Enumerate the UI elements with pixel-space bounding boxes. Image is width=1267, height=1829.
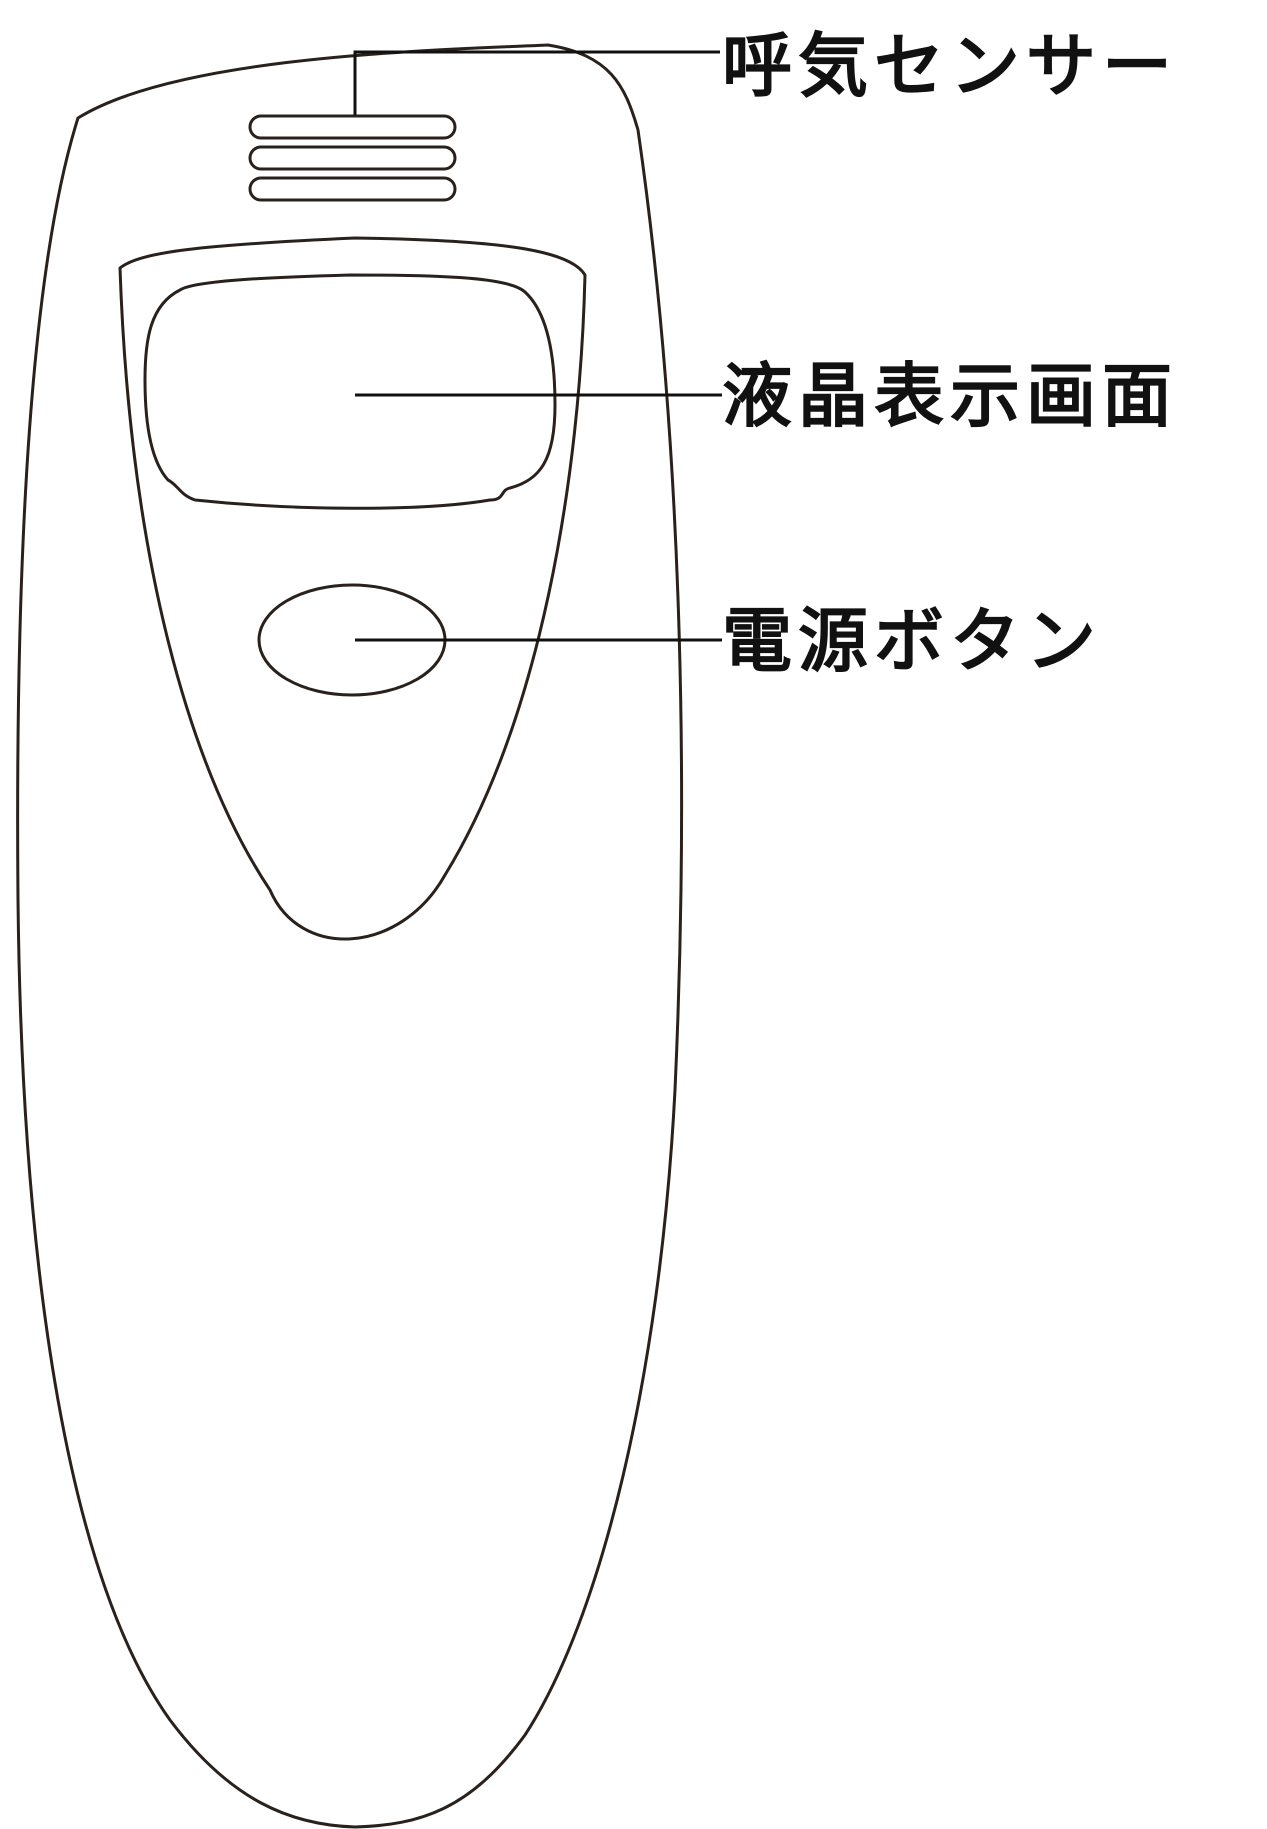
breath-sensor-vents xyxy=(248,114,457,202)
sensor-slot xyxy=(248,145,457,171)
lcd-screen-label: 液晶表示画面 xyxy=(722,355,1178,437)
front-panel xyxy=(118,236,587,941)
lcd-screen xyxy=(143,273,557,510)
breath-sensor-label: 呼気センサー xyxy=(722,25,1178,107)
breath-sensor-leader xyxy=(353,50,720,115)
sensor-slot xyxy=(248,176,457,202)
device-body xyxy=(16,43,684,1829)
power-button-label: 電源ボタン xyxy=(722,600,1102,682)
sensor-slot xyxy=(248,114,457,140)
